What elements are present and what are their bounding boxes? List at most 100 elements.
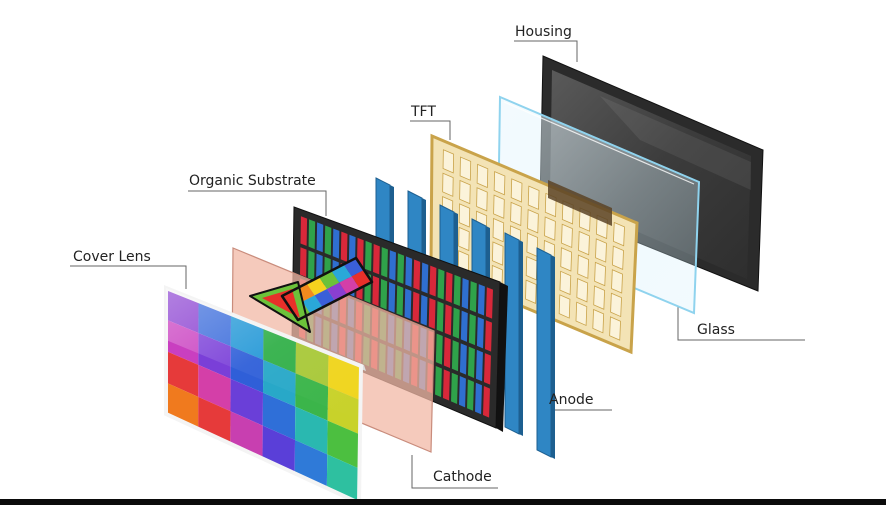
tft-cell — [442, 149, 455, 174]
lens-tile — [295, 406, 328, 455]
bottom-border — [0, 499, 886, 505]
tft-cell — [612, 245, 624, 270]
subpixel — [475, 349, 483, 382]
subpixel — [459, 343, 467, 375]
subpixel — [443, 369, 450, 401]
tft-cell — [559, 270, 572, 296]
anode-strip-side — [551, 255, 555, 459]
tft-cell — [492, 217, 505, 243]
subpixel — [421, 262, 429, 294]
tft-cell — [613, 221, 625, 247]
tft-cell — [458, 226, 470, 252]
subpixel — [316, 222, 324, 253]
subpixel — [404, 288, 412, 320]
tft-cell — [561, 223, 573, 249]
subpixel — [467, 346, 475, 378]
subpixel — [332, 228, 340, 259]
subpixel — [324, 225, 332, 256]
tft-leader — [410, 120, 451, 140]
subpixel — [300, 216, 308, 246]
subpixel — [443, 336, 451, 368]
tft-cell — [594, 261, 606, 287]
tft-cell — [459, 179, 471, 205]
tft-cell — [527, 185, 540, 210]
subpixel — [460, 310, 468, 342]
subpixel — [420, 294, 428, 326]
subpixel — [373, 244, 380, 275]
tft-cell — [577, 254, 589, 279]
tft-cell — [593, 285, 606, 310]
subpixel — [412, 291, 420, 323]
housing-highlight — [600, 96, 751, 190]
subpixel — [485, 287, 493, 319]
subpixel — [388, 282, 396, 313]
anode-strip — [504, 232, 520, 435]
subpixel — [484, 353, 491, 385]
subpixel — [428, 297, 436, 329]
subpixel — [365, 240, 372, 272]
subpixel — [372, 275, 380, 307]
tft-cell — [595, 238, 607, 263]
tft-cell — [459, 156, 472, 181]
subpixel — [445, 271, 453, 303]
subpixel — [397, 253, 405, 284]
subpixel — [413, 259, 421, 291]
lens-tile — [230, 378, 263, 426]
subpixel — [340, 231, 348, 262]
subpixel — [348, 234, 356, 265]
cover-lens-leader — [70, 265, 187, 289]
subpixel — [476, 317, 484, 349]
subpixel — [467, 379, 474, 411]
tft-cell — [492, 241, 504, 266]
tft-cell — [476, 187, 488, 212]
subpixel — [435, 366, 442, 398]
lens-tile — [166, 351, 199, 397]
tft-cell — [525, 256, 538, 281]
subpixel — [396, 285, 404, 316]
tft-cell — [544, 216, 556, 241]
subpixel — [461, 277, 469, 310]
lens-tile — [262, 392, 296, 440]
subpixel — [451, 372, 458, 404]
tft-cell — [493, 171, 506, 196]
tft-cell-grid — [441, 149, 625, 341]
subpixel — [308, 250, 315, 281]
subpixel — [475, 382, 482, 415]
organic-substrate-leader — [188, 190, 327, 216]
tft-cell — [609, 316, 621, 341]
tft-cell — [527, 209, 539, 234]
subpixel — [483, 386, 490, 418]
cover-lens-gloss — [166, 288, 361, 420]
subpixel — [381, 247, 388, 278]
subpixel — [459, 376, 466, 408]
subpixel — [308, 219, 316, 250]
arrow-outline — [280, 256, 374, 322]
tft-cell — [575, 301, 588, 327]
tft-cell — [510, 201, 522, 227]
label-organic-substrate: Organic Substrate — [189, 173, 316, 189]
subpixel — [468, 313, 476, 346]
subpixel — [437, 268, 445, 300]
subpixel — [477, 284, 485, 316]
label-cathode: Cathode — [433, 469, 492, 485]
rainbow-arrow — [249, 256, 374, 333]
tft-cell — [578, 230, 590, 256]
tft-cell — [610, 292, 622, 318]
tft-cell — [576, 278, 589, 303]
tft-cell — [458, 203, 471, 228]
subpixel — [405, 256, 413, 288]
subpixel — [436, 301, 444, 333]
subpixel — [435, 333, 443, 365]
tft-cell — [526, 232, 539, 257]
cathode-leader — [411, 455, 498, 489]
cover-lens-layer — [164, 285, 366, 505]
tft-cell — [493, 194, 505, 219]
label-cover-lens: Cover Lens — [73, 249, 151, 265]
anode-strip-side — [519, 240, 523, 436]
subpixel — [452, 307, 460, 339]
subpixel — [380, 278, 388, 310]
tft-cell — [611, 269, 623, 294]
subpixel — [299, 247, 307, 277]
tft-chip-strip — [548, 180, 612, 226]
